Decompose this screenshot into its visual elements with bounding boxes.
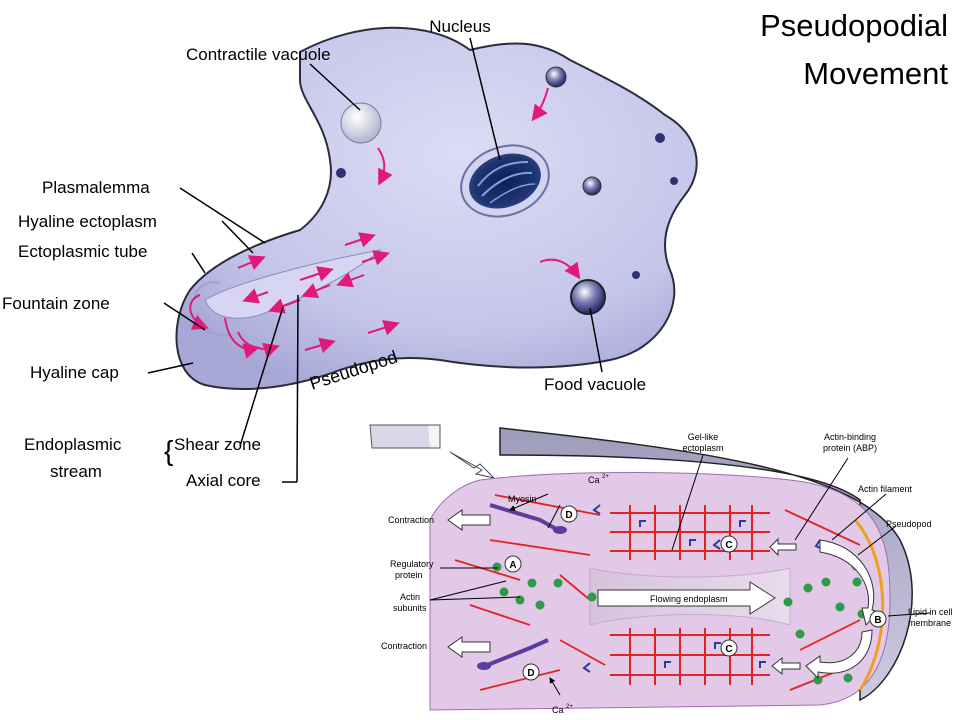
label-flowing-endoplasm: Flowing endoplasm	[650, 594, 728, 604]
contractile-vacuole	[340, 102, 382, 144]
label-contraction-bottom: Contraction	[381, 641, 427, 651]
diagram-title-line2: Movement	[803, 56, 948, 91]
endoplasmic-stream-brace: {	[164, 435, 173, 466]
marker-b: B	[874, 615, 881, 626]
label-ca-top-sup: 2+	[602, 474, 609, 480]
label-gel-like-1: Gel-like	[688, 432, 719, 442]
granule	[670, 177, 678, 185]
contraction-arrow-top	[447, 509, 491, 531]
label-actin-filament: Actin filament	[858, 484, 913, 494]
amoeba-cell-body	[175, 26, 698, 390]
label-nucleus: Nucleus	[429, 17, 490, 36]
granule	[632, 271, 640, 279]
label-shear-zone: Shear zone	[174, 435, 261, 454]
label-ca-bottom-sup: 2+	[566, 704, 573, 710]
flowing-endoplasm-arrow	[597, 581, 776, 615]
label-actin-subunits-1: Actin	[400, 592, 420, 602]
label-regulatory-1: Regulatory	[390, 559, 434, 569]
label-lipid-1: Lipid in cell	[908, 607, 953, 617]
actin-meshwork-upper	[610, 505, 770, 560]
marker-d-bottom: D	[527, 668, 534, 679]
label-actin-subunits-2: subunits	[393, 603, 427, 613]
label-ca-top: Ca	[588, 475, 600, 485]
detail-leader-lines	[429, 454, 931, 696]
actin-meshwork-lower	[610, 628, 770, 685]
label-food-vacuole: Food vacuole	[544, 375, 646, 394]
granule	[655, 133, 665, 143]
marker-c-bottom: C	[725, 644, 732, 655]
contraction-arrow-bottom	[447, 636, 491, 658]
label-endoplasmic-stream-2: stream	[50, 462, 102, 481]
label-plasmalemma: Plasmalemma	[42, 178, 150, 197]
cytoplasm-flow-arrows	[189, 87, 581, 359]
marker-circles	[504, 505, 887, 681]
granule	[336, 168, 346, 178]
food-vacuole-top	[545, 66, 567, 88]
marker-a: A	[509, 560, 516, 571]
food-vacuole-main	[570, 279, 606, 315]
label-fountain-zone: Fountain zone	[2, 294, 110, 313]
label-abp-2: protein (ABP)	[823, 443, 877, 453]
myosin-molecules	[477, 503, 567, 670]
label-hyaline-ectoplasm: Hyaline ectoplasm	[18, 212, 157, 231]
label-pseudopod-detail: Pseudopod	[886, 519, 932, 529]
diagram-title-line1: Pseudopodial	[760, 8, 948, 43]
label-ectoplasmic-tube: Ectoplasmic tube	[18, 242, 147, 261]
label-hyaline-cap: Hyaline cap	[30, 363, 119, 382]
label-contraction-top: Contraction	[388, 515, 434, 525]
label-regulatory-2: protein	[395, 570, 423, 580]
actin-filaments-loose	[454, 494, 861, 691]
lipid-membrane-edge	[853, 519, 885, 691]
label-myosin: Myosin	[508, 494, 537, 504]
label-leader-lines	[147, 37, 603, 483]
marker-d-top: D	[565, 510, 572, 521]
nucleus	[460, 144, 550, 218]
label-axial-core: Axial core	[186, 471, 261, 490]
label-endoplasmic-stream-1: Endoplasmic	[24, 435, 122, 454]
marker-c-top: C	[725, 540, 732, 551]
food-vacuole-right	[582, 176, 602, 196]
label-gel-like-2: ectoplasm	[682, 443, 723, 453]
pointer-graphic	[369, 424, 496, 479]
label-lipid-2: membrane	[908, 618, 951, 628]
label-ca-bottom: Ca	[552, 705, 564, 715]
label-abp-1: Actin-binding	[824, 432, 876, 442]
label-contractile-vacuole: Contractile vacuole	[186, 45, 331, 64]
